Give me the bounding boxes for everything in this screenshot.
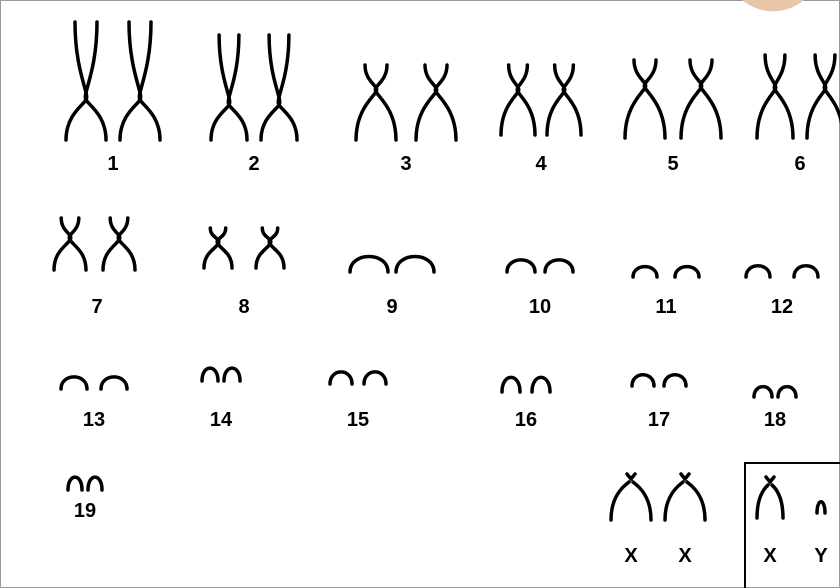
chromosome-14-label: 14 [210, 409, 233, 431]
chromosome-1-label: 1 [107, 153, 118, 175]
chromosome-7-label: 7 [91, 296, 102, 318]
chromosome-10-label: 10 [529, 296, 551, 318]
female-sex-label-2: X [678, 545, 692, 567]
male-sex-label-2: Y [814, 545, 828, 567]
chromosome-12-label: 12 [771, 296, 793, 318]
chromosome-6-label: 6 [794, 153, 805, 175]
chromosome-9-label: 9 [386, 296, 397, 318]
chromosome-2-label: 2 [248, 153, 259, 175]
chromosome-8-label: 8 [238, 296, 249, 318]
chromosome-19-label: 19 [74, 500, 96, 522]
chromosome-16-label: 16 [515, 409, 537, 431]
chromosome-15-label: 15 [347, 409, 369, 431]
chromosome-5-label: 5 [667, 153, 678, 175]
chromosome-4-label: 4 [535, 153, 547, 175]
female-sex-label-1: X [624, 545, 638, 567]
chromosome-18-label: 18 [764, 409, 786, 431]
chromosome-3-label: 3 [400, 153, 411, 175]
male-sex-label-1: X [763, 545, 777, 567]
chromosome-13-label: 13 [83, 409, 105, 431]
chromosome-11-label: 11 [655, 296, 676, 318]
chromosome-17-label: 17 [648, 409, 670, 431]
